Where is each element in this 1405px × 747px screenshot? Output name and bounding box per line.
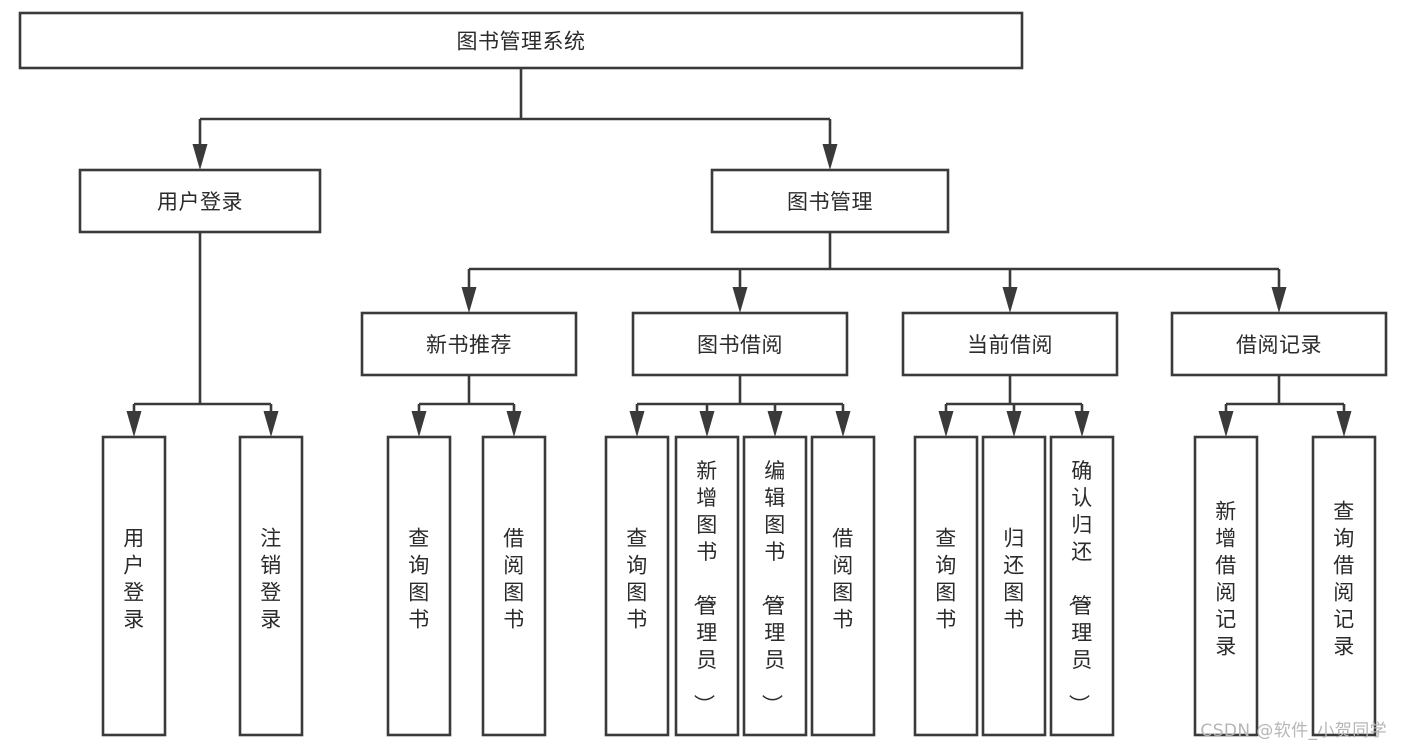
node-box[interactable] [386, 435, 452, 737]
node-leaf-rec-search[interactable]: 查询借阅记录 [1311, 435, 1377, 737]
node-book-borrow[interactable]: 图书借阅 [631, 311, 849, 377]
node-leaf-cur-confirm[interactable]: 确认归还（管理员） [1049, 435, 1115, 737]
node-borrow-record[interactable]: 借阅记录 [1170, 311, 1388, 377]
arrow-head-icon [1271, 287, 1287, 313]
node-label: 图书借阅 [697, 333, 783, 357]
node-label: 图书管理 [787, 190, 873, 214]
node-box[interactable] [360, 311, 578, 377]
node-box[interactable] [901, 311, 1119, 377]
arrow-head-icon [767, 411, 783, 437]
node-user-login[interactable]: 用户登录 [78, 168, 322, 234]
csdn-watermark: CSDN @软件_小贺同学 [1200, 721, 1387, 741]
arrow-head-icon [1336, 411, 1352, 437]
node-current-borrow[interactable]: 当前借阅 [901, 311, 1119, 377]
arrow-head-icon [461, 287, 477, 313]
node-box[interactable] [1193, 435, 1259, 737]
edge-group-borrow-record [1218, 375, 1352, 437]
edge-group-current-borrow [938, 375, 1090, 437]
edge-group-new-book-rec [411, 375, 522, 437]
node-box[interactable] [1311, 435, 1377, 737]
arrow-head-icon [506, 411, 522, 437]
node-label: 用户登录 [123, 527, 145, 632]
node-label: 借阅记录 [1236, 333, 1322, 357]
node-leaf-cur-query[interactable]: 查询图书 [913, 435, 979, 737]
arrow-head-icon [822, 144, 838, 170]
arrow-head-icon [1218, 411, 1234, 437]
node-box[interactable] [710, 168, 950, 234]
node-label: 新书推荐 [426, 333, 512, 357]
node-box[interactable] [1049, 435, 1115, 737]
edge-group-book-borrow [629, 375, 851, 437]
node-label: 当前借阅 [967, 333, 1053, 357]
node-box[interactable] [18, 11, 1024, 70]
node-label: 新增借阅记录 [1215, 500, 1237, 659]
connector-layer [126, 68, 1352, 437]
arrow-head-icon [1006, 411, 1022, 437]
node-root[interactable]: 图书管理系统 [18, 11, 1024, 70]
node-box[interactable] [101, 435, 167, 737]
node-label: 归还图书 [1003, 527, 1025, 632]
arrow-head-icon [835, 411, 851, 437]
node-label: 借阅图书 [832, 527, 854, 632]
node-box[interactable] [742, 435, 808, 737]
node-label: 确认归还（管理员） [1066, 459, 1093, 716]
node-box[interactable] [1170, 311, 1388, 377]
arrow-head-icon [411, 411, 427, 437]
node-label: 图书管理系统 [457, 30, 586, 54]
edge-group-root [192, 68, 838, 170]
node-label: 编辑图书（管理员） [759, 459, 786, 716]
arrow-head-icon [629, 411, 645, 437]
node-label: 查询图书 [935, 527, 957, 632]
node-label: 查询图书 [408, 527, 430, 632]
edge-group-user-login [126, 232, 279, 437]
node-box[interactable] [238, 435, 304, 737]
node-leaf-borrow-query[interactable]: 查询图书 [604, 435, 670, 737]
node-new-book-rec[interactable]: 新书推荐 [360, 311, 578, 377]
node-label: 借阅图书 [503, 527, 525, 632]
node-leaf-rec-query[interactable]: 查询图书 [386, 435, 452, 737]
arrow-head-icon [938, 411, 954, 437]
node-box[interactable] [913, 435, 979, 737]
arrow-head-icon [192, 144, 208, 170]
node-leaf-cur-return[interactable]: 归还图书 [981, 435, 1047, 737]
node-box[interactable] [981, 435, 1047, 737]
node-label: 查询图书 [626, 527, 648, 632]
arrow-head-icon [126, 411, 142, 437]
node-box[interactable] [810, 435, 876, 737]
arrow-head-icon [699, 411, 715, 437]
arrow-head-icon [732, 287, 748, 313]
node-box[interactable] [481, 435, 547, 737]
node-leaf-user-login[interactable]: 用户登录 [101, 435, 167, 737]
node-label: 新增图书（管理员） [691, 459, 718, 716]
arrow-head-icon [263, 411, 279, 437]
node-leaf-user-logout[interactable]: 注销登录 [238, 435, 304, 737]
node-leaf-borrow-add[interactable]: 新增图书（管理员） [674, 435, 740, 737]
node-label: 查询借阅记录 [1333, 500, 1355, 659]
node-label: 用户登录 [157, 190, 243, 214]
node-leaf-borrow-edit[interactable]: 编辑图书（管理员） [742, 435, 808, 737]
node-leaf-rec-add[interactable]: 新增借阅记录 [1193, 435, 1259, 737]
node-leaf-borrow-book[interactable]: 借阅图书 [810, 435, 876, 737]
node-box[interactable] [604, 435, 670, 737]
edge-group-book-manage [461, 232, 1287, 313]
node-leaf-rec-borrow[interactable]: 借阅图书 [481, 435, 547, 737]
node-label: 注销登录 [260, 527, 282, 632]
node-box[interactable] [78, 168, 322, 234]
node-box[interactable] [674, 435, 740, 737]
node-layer: 图书管理系统用户登录图书管理新书推荐图书借阅当前借阅借阅记录用户登录注销登录查询… [18, 11, 1388, 737]
node-book-manage[interactable]: 图书管理 [710, 168, 950, 234]
arrow-head-icon [1074, 411, 1090, 437]
node-box[interactable] [631, 311, 849, 377]
arrow-head-icon [1002, 287, 1018, 313]
